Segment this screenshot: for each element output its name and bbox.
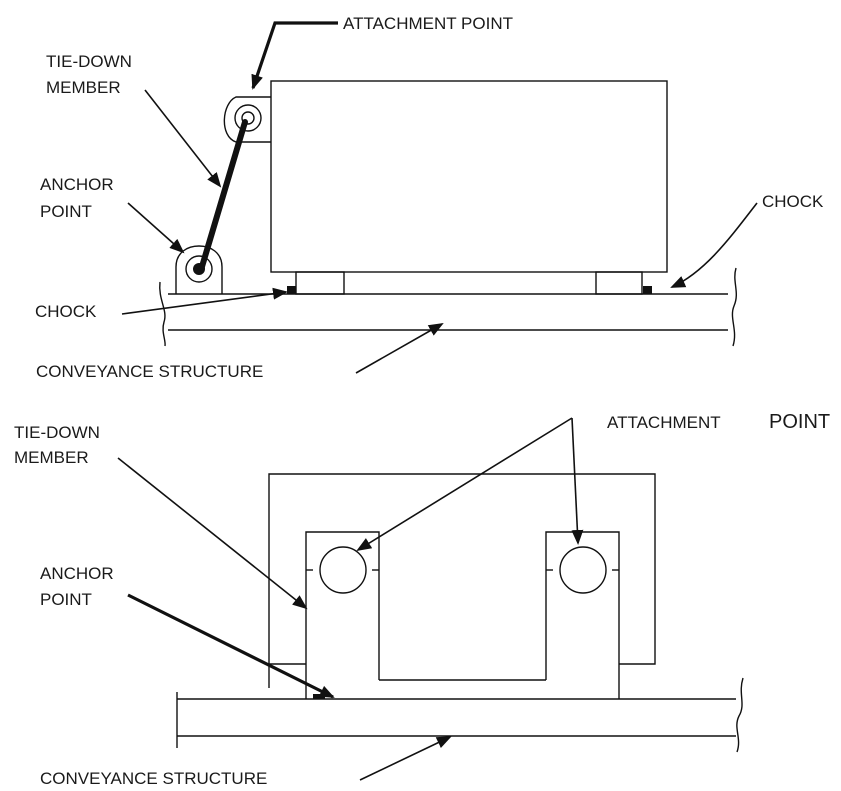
bottom-leader-anchor [127, 593, 335, 699]
bottom-conveyance-deck [176, 677, 744, 753]
top-chock-block-left [295, 271, 345, 295]
bottom-attachment-ring-right [559, 546, 607, 594]
top-label-chock-right: CHOCK [762, 192, 824, 211]
top-label-chock-left: CHOCK [35, 302, 97, 321]
top-leader-chock-right [670, 202, 758, 288]
top-label-tie-down-1: TIE-DOWN [46, 52, 132, 71]
bottom-label-tie-down-1: TIE-DOWN [14, 423, 100, 442]
bottom-upright-right [545, 531, 620, 699]
top-chock-block-right [595, 271, 643, 295]
bottom-anchor-pad [313, 694, 325, 699]
top-label-conveyance: CONVEYANCE STRUCTURE [36, 362, 263, 381]
bottom-leader-conveyance [359, 736, 452, 781]
bottom-leader-attachment-right [571, 417, 584, 545]
top-label-anchor-1: ANCHOR [40, 175, 114, 194]
top-view: ATTACHMENT POINT TIE-DOWN MEMBER ANCHOR … [35, 14, 824, 381]
top-chock-pad-right [643, 286, 652, 294]
bottom-label-tie-down-2: MEMBER [14, 448, 89, 467]
bottom-label-anchor-1: ANCHOR [40, 564, 114, 583]
bottom-leader-tie-down [117, 457, 308, 610]
bottom-upright-left [305, 531, 380, 699]
top-leader-tie-down [144, 89, 222, 188]
top-tie-down-member [198, 119, 248, 273]
bottom-label-anchor-2: POINT [40, 590, 92, 609]
bottom-label-conveyance: CONVEYANCE STRUCTURE [40, 769, 267, 788]
bottom-leader-attachment-left [356, 417, 573, 552]
top-leader-anchor [127, 202, 185, 254]
top-cargo-box [270, 80, 668, 273]
top-label-tie-down-2: MEMBER [46, 78, 121, 97]
bottom-attachment-ring-left [319, 546, 367, 594]
top-label-anchor-2: POINT [40, 202, 92, 221]
bottom-label-attachment-a: ATTACHMENT [607, 413, 721, 432]
top-label-attachment-point: ATTACHMENT POINT [343, 14, 513, 33]
top-attachment-lug [223, 96, 271, 143]
top-conveyance-deck [159, 267, 737, 347]
top-chock-pad-left [287, 286, 296, 294]
bottom-cargo-outline [268, 473, 656, 688]
bottom-view: TIE-DOWN MEMBER ATTACHMENT POINT ANCHOR … [14, 411, 830, 788]
top-leader-conveyance [355, 323, 444, 374]
bottom-label-attachment-b: POINT [769, 411, 830, 433]
top-leader-attachment [251, 21, 338, 90]
top-leader-chock-left [121, 287, 288, 315]
